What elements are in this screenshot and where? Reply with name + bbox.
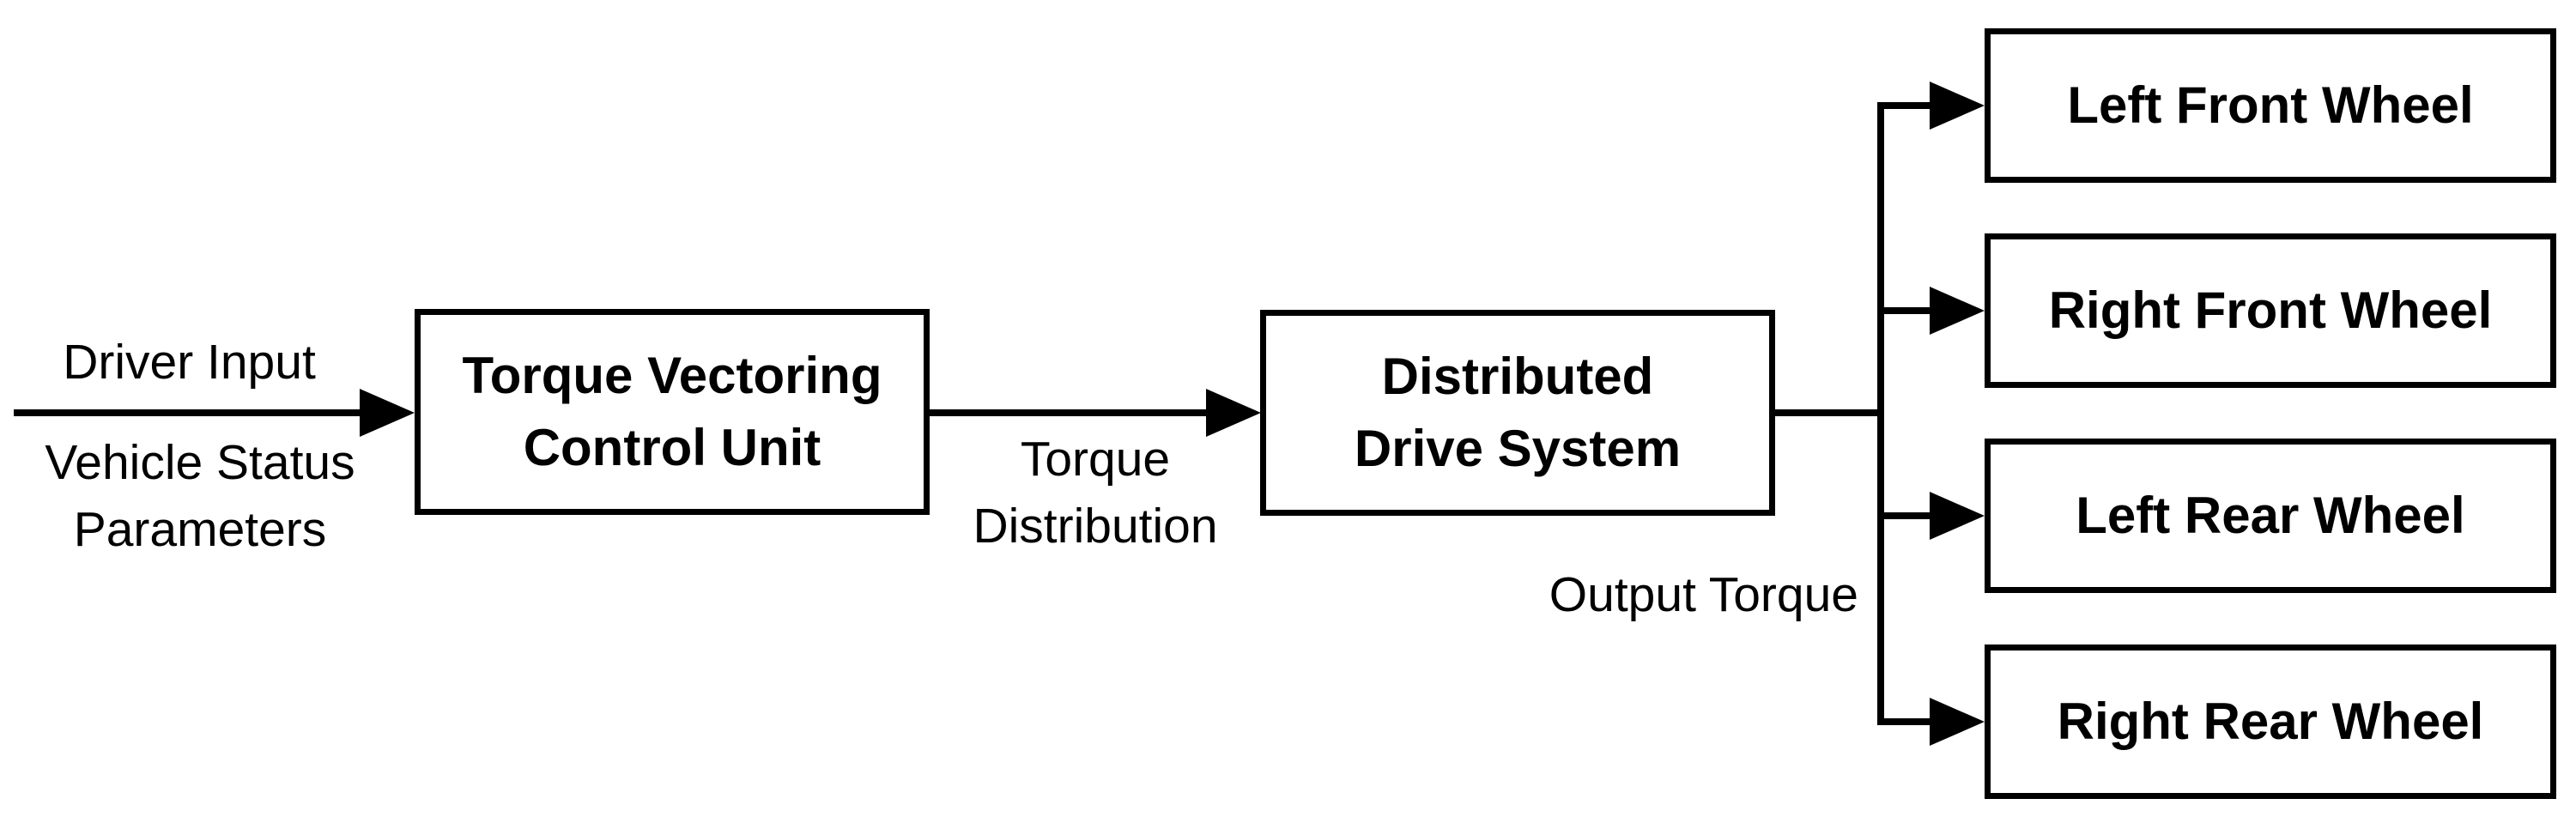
right-front-arrowhead-icon xyxy=(1930,287,1985,335)
driver-input-text: Driver Input xyxy=(63,335,316,390)
right-rear-wheel-label: Right Rear Wheel xyxy=(2057,693,2484,750)
node-right-front-wheel: Right Front Wheel xyxy=(1985,233,2556,388)
input-arrow-line xyxy=(14,409,366,416)
vehicle-status-line2: Parameters xyxy=(73,502,327,557)
control-unit-label-line1: Torque Vectoring xyxy=(462,347,882,404)
driver-input-label: Driver Input xyxy=(15,336,363,388)
branch-arm-right-front xyxy=(1880,307,1937,314)
torque-distribution-line1: Torque xyxy=(1020,432,1171,487)
node-right-rear-wheel: Right Rear Wheel xyxy=(1985,644,2556,799)
output-trunk-line xyxy=(1877,102,1884,725)
output-torque-label: Output Torque xyxy=(1459,566,1858,623)
torque-distribution-label: Torque Distribution xyxy=(930,426,1261,560)
left-rear-wheel-label: Left Rear Wheel xyxy=(2076,487,2465,544)
node-left-rear-wheel: Left Rear Wheel xyxy=(1985,439,2556,593)
left-front-wheel-label: Left Front Wheel xyxy=(2067,76,2474,134)
torque-distribution-arrowhead-icon xyxy=(1206,389,1261,437)
torque-distribution-line2: Distribution xyxy=(973,499,1218,554)
branch-arm-left-front xyxy=(1880,102,1937,109)
node-torque-vectoring-control-unit: Torque Vectoring Control Unit xyxy=(415,309,930,515)
torque-distribution-arrow-line xyxy=(930,409,1213,416)
drive-system-label-line2: Drive System xyxy=(1354,420,1682,477)
branch-arm-left-rear xyxy=(1880,512,1937,519)
vehicle-status-parameters-label: Vehicle Status Parameters xyxy=(15,429,385,563)
node-left-front-wheel: Left Front Wheel xyxy=(1985,28,2556,183)
branch-arm-right-rear xyxy=(1880,718,1937,725)
node-distributed-drive-system: Distributed Drive System xyxy=(1260,310,1775,516)
right-rear-arrowhead-icon xyxy=(1930,698,1985,746)
control-unit-label-line2: Control Unit xyxy=(523,419,821,476)
right-front-wheel-label: Right Front Wheel xyxy=(2048,281,2493,339)
output-torque-text: Output Torque xyxy=(1549,567,1858,622)
input-arrowhead-icon xyxy=(360,389,415,437)
output-feed-line xyxy=(1775,409,1884,416)
drive-system-label-line1: Distributed xyxy=(1381,348,1654,405)
vehicle-status-line1: Vehicle Status xyxy=(45,435,355,490)
left-front-arrowhead-icon xyxy=(1930,82,1985,130)
left-rear-arrowhead-icon xyxy=(1930,492,1985,540)
